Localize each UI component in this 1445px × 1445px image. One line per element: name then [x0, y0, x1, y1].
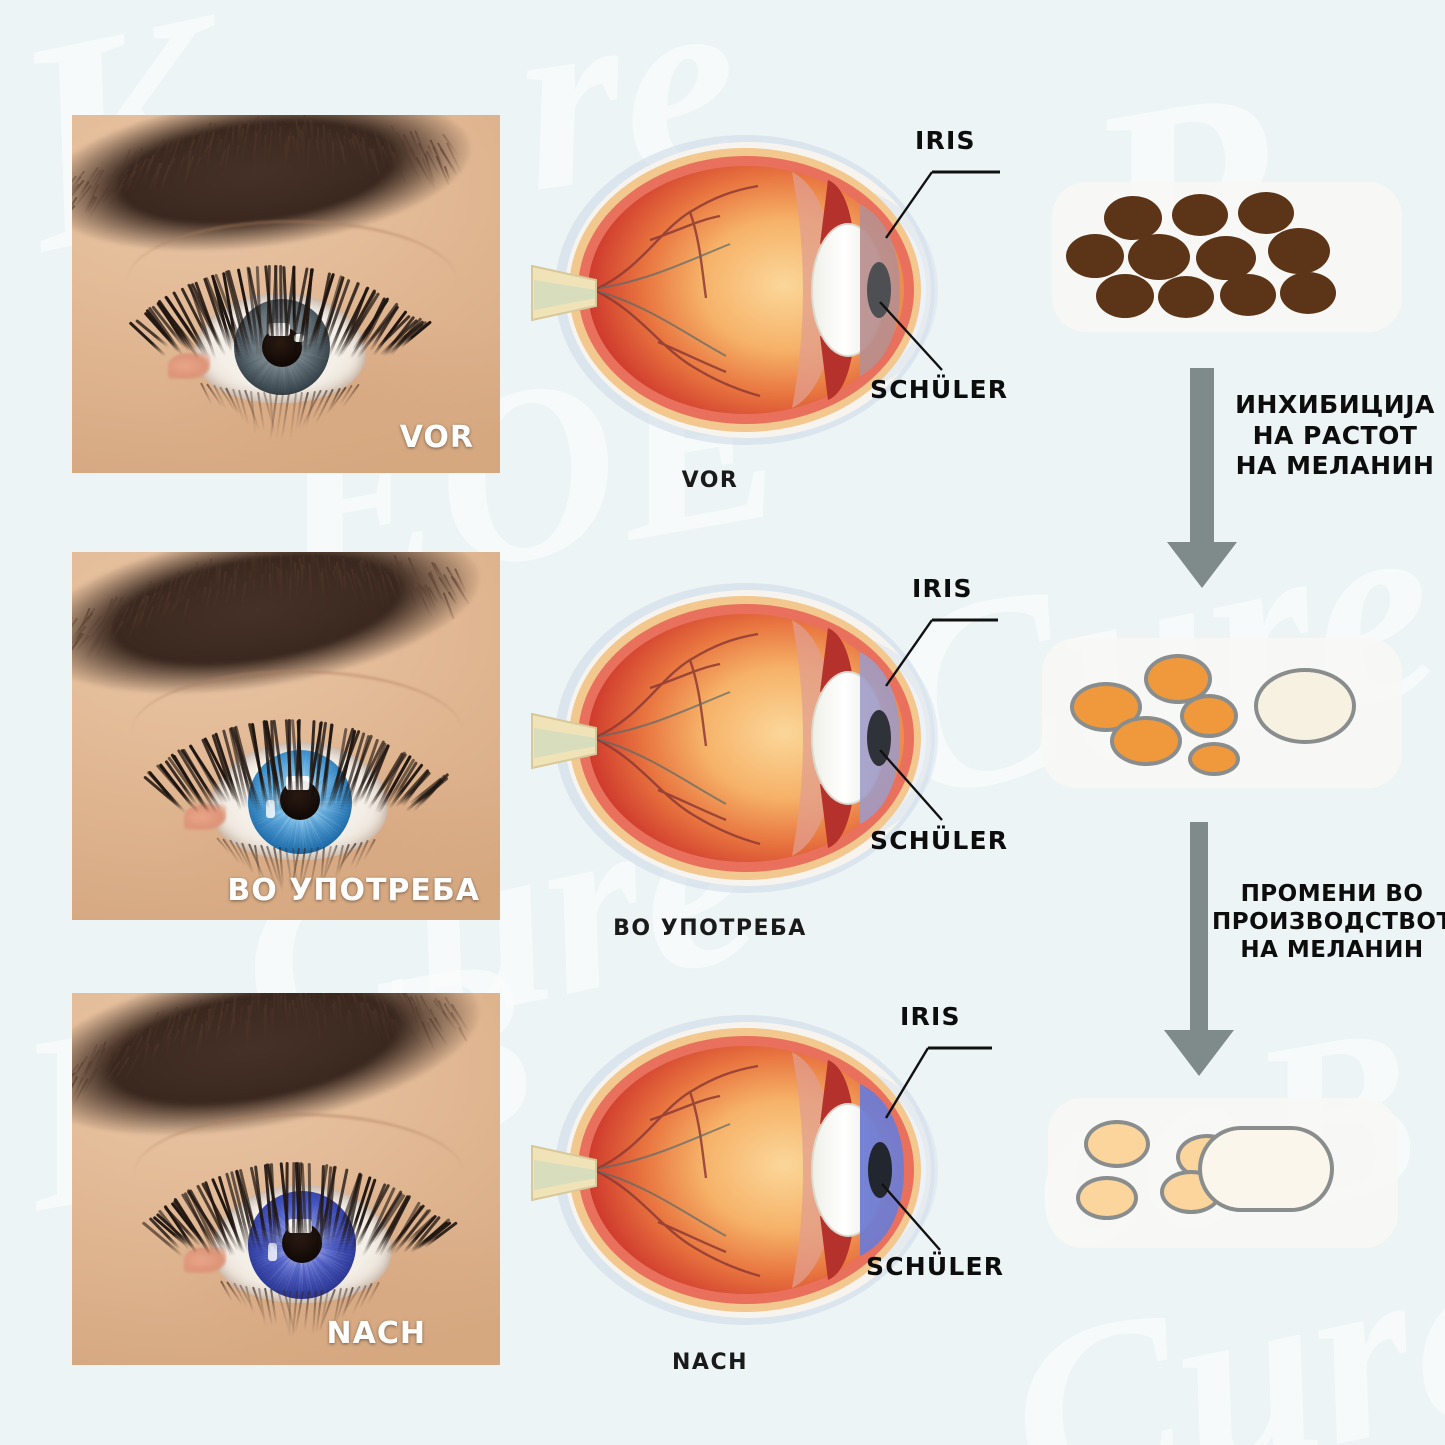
- corneal-highlight: [268, 323, 290, 336]
- diagram-caption-before: VOR: [470, 468, 950, 493]
- melanin-granule: [1172, 194, 1228, 236]
- label-leaders: [530, 568, 1010, 908]
- photo-label-during: ВО УПОТРЕБА: [227, 873, 480, 908]
- melanin-granule: [1066, 234, 1124, 278]
- melanin-granule: [1238, 192, 1294, 234]
- melanin-granule: [1158, 276, 1214, 318]
- label-iris: IRIS: [900, 1002, 961, 1031]
- melanin-granule: [1188, 742, 1240, 776]
- photo-card-before: VOR: [72, 115, 500, 473]
- melanin-granule: [1076, 1176, 1138, 1220]
- photo-label-before: VOR: [400, 420, 474, 455]
- label-iris: IRIS: [915, 126, 976, 155]
- label-leaders: [530, 1000, 1010, 1340]
- photo-label-after: NACH: [327, 1316, 426, 1351]
- eye-diagram-before: IRIS SCHÜLER VOR: [530, 120, 1010, 510]
- photo-card-after: NACH: [72, 993, 500, 1365]
- melanin-granule: [1280, 272, 1336, 314]
- label-pupil: SCHÜLER: [866, 1252, 1004, 1281]
- process-arrow-2-head: [1164, 1030, 1234, 1076]
- mechanism-column: ИНХИБИЦИЈА НА РАСТОТ НА МЕЛАНИН ПРОМЕНИ …: [1030, 0, 1445, 1445]
- eye-diagram-after: IRIS SCHÜLER NACH: [530, 1000, 1010, 1400]
- corneal-highlight: [288, 1219, 312, 1233]
- melanin-panel-reduced: [1042, 638, 1402, 788]
- label-leaders: [530, 120, 1010, 460]
- melanin-granule-pale-capsule: [1198, 1126, 1334, 1212]
- process-arrow-1-head: [1167, 542, 1237, 588]
- melanin-granule-pale: [1254, 668, 1356, 744]
- melanin-granule: [1180, 694, 1238, 738]
- process-step-inhibition: ИНХИБИЦИЈА НА РАСТОТ НА МЕЛАНИН: [1220, 390, 1445, 482]
- process-arrow-1-shaft: [1190, 368, 1214, 544]
- melanin-granule: [1268, 228, 1330, 274]
- tear-duct: [168, 353, 210, 379]
- melanin-granule: [1128, 234, 1190, 280]
- melanin-granule: [1096, 274, 1154, 318]
- label-pupil: SCHÜLER: [870, 826, 1008, 855]
- diagram-caption-during: ВО УПОТРЕБА: [470, 916, 950, 941]
- diagram-caption-after: NACH: [470, 1350, 950, 1375]
- melanin-granule: [1110, 716, 1182, 766]
- corneal-highlight-small: [294, 334, 304, 342]
- melanin-granule: [1084, 1120, 1150, 1168]
- tear-duct: [184, 1247, 226, 1273]
- corneal-highlight: [286, 776, 310, 790]
- process-step-production-change: ПРОМЕНИ ВО ПРОИЗВОДСТВОТО НА МЕЛАНИН: [1212, 880, 1445, 964]
- corneal-highlight-small: [268, 1243, 277, 1261]
- tear-duct: [184, 804, 226, 830]
- melanin-panel-high: [1052, 182, 1402, 332]
- label-pupil: SCHÜLER: [870, 375, 1008, 404]
- eye-diagram-during: IRIS SCHÜLER ВО УПОТРЕБА: [530, 568, 1010, 968]
- corneal-highlight-small: [266, 800, 275, 818]
- photo-column: VOR ВО УПОТРЕБА: [0, 0, 520, 1445]
- photo-card-during: ВО УПОТРЕБА: [72, 552, 500, 920]
- process-arrow-2-shaft: [1190, 822, 1208, 1032]
- melanin-granule: [1220, 274, 1276, 316]
- diagram-column: IRIS SCHÜLER VOR: [520, 0, 1030, 1445]
- label-iris: IRIS: [912, 574, 973, 603]
- melanin-panel-low: [1048, 1098, 1398, 1248]
